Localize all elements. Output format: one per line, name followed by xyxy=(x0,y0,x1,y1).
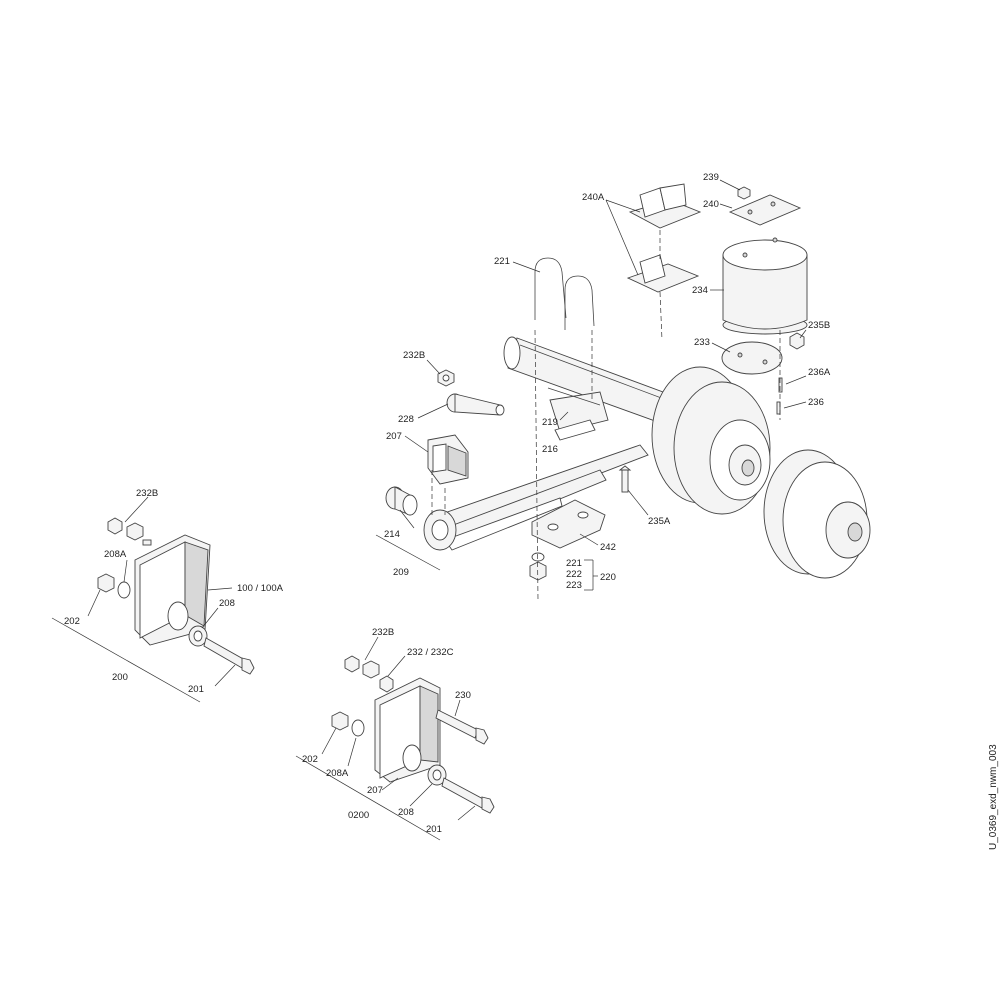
label-208-bottom: 208 xyxy=(398,807,414,818)
label-222: 222 xyxy=(566,569,582,580)
leader-lines xyxy=(51,179,807,841)
axle-beam xyxy=(503,336,691,431)
plate-233 xyxy=(721,341,783,375)
label-228: 228 xyxy=(398,414,414,425)
label-208A-bottom: 208A xyxy=(326,768,349,779)
label-236: 236 xyxy=(808,397,824,408)
nuts-232B-left xyxy=(107,517,152,546)
label-232B-top: 232B xyxy=(403,350,425,361)
nuts-232B-bottom xyxy=(344,655,394,693)
washer-208A-left xyxy=(117,581,131,599)
washer-208-left xyxy=(188,625,208,647)
label-223: 223 xyxy=(566,580,582,591)
hanger-0200 xyxy=(374,677,441,783)
label-216: 216 xyxy=(542,444,558,455)
label-232B-bottom: 232B xyxy=(372,627,394,638)
label-220: 220 xyxy=(600,572,616,583)
brake-drum xyxy=(651,366,771,515)
leaf-spring xyxy=(423,444,649,551)
air-spring-234 xyxy=(722,237,808,335)
label-219: 219 xyxy=(542,417,558,428)
label-239: 239 xyxy=(703,172,719,183)
label-221-top: 221 xyxy=(494,256,510,267)
label-232B-left: 232B xyxy=(136,488,158,499)
nut-239 xyxy=(737,186,751,200)
part-labels: 239 240 240A 234 235B 233 236A 236 221 2… xyxy=(64,172,831,835)
assembly-centerlines xyxy=(431,230,781,601)
label-233: 233 xyxy=(694,337,710,348)
label-202-bottom: 202 xyxy=(302,754,318,765)
label-209: 209 xyxy=(393,567,409,578)
label-240A: 240A xyxy=(582,192,605,203)
label-230: 230 xyxy=(455,690,471,701)
label-236A: 236A xyxy=(808,367,831,378)
screw-236 xyxy=(776,401,781,415)
label-201-bottom: 201 xyxy=(426,824,442,835)
label-0200: 0200 xyxy=(348,810,369,821)
label-234: 234 xyxy=(692,285,708,296)
label-235A: 235A xyxy=(648,516,671,527)
document-id: U_0369_exd_nwm_003 xyxy=(988,744,999,850)
clamp-plate-242 xyxy=(531,499,606,549)
bracket-207 xyxy=(427,434,469,485)
label-208A-left: 208A xyxy=(104,549,127,560)
bolt-201-bottom xyxy=(441,777,495,814)
nut-202-bottom xyxy=(331,711,349,731)
bushing-214 xyxy=(385,486,418,516)
u-bolts-221 xyxy=(534,257,595,330)
nut-202-left xyxy=(97,573,115,593)
brake-disc xyxy=(763,449,871,579)
label-208-left: 208 xyxy=(219,598,235,609)
nut-232B-top xyxy=(437,369,455,387)
bolt-201-left xyxy=(203,637,255,675)
washer-208A-bottom xyxy=(351,719,365,737)
hanger-200 xyxy=(134,534,211,646)
label-242: 242 xyxy=(600,542,616,553)
bracket-240A-upper xyxy=(628,183,702,229)
bushing-228 xyxy=(446,393,505,416)
washer-208-bottom xyxy=(427,764,447,786)
label-201-left: 201 xyxy=(188,684,204,695)
screw-236A xyxy=(778,377,783,393)
bolt-235A xyxy=(618,465,632,493)
label-100-100A: 100 / 100A xyxy=(237,583,284,594)
label-214: 214 xyxy=(384,529,400,540)
label-207-bottom: 207 xyxy=(367,785,383,796)
label-232-232C: 232 / 232C xyxy=(407,647,454,658)
label-221: 221 xyxy=(566,558,582,569)
bolt-230 xyxy=(435,709,489,745)
spring-seat xyxy=(547,387,609,441)
bracket-240A-lower xyxy=(626,254,700,293)
plate-240 xyxy=(728,194,802,226)
label-200: 200 xyxy=(112,672,128,683)
fastener-set-220 xyxy=(529,552,547,581)
label-235B: 235B xyxy=(808,320,830,331)
label-240: 240 xyxy=(703,199,719,210)
label-202-left: 202 xyxy=(64,616,80,627)
label-207-top: 207 xyxy=(386,431,402,442)
